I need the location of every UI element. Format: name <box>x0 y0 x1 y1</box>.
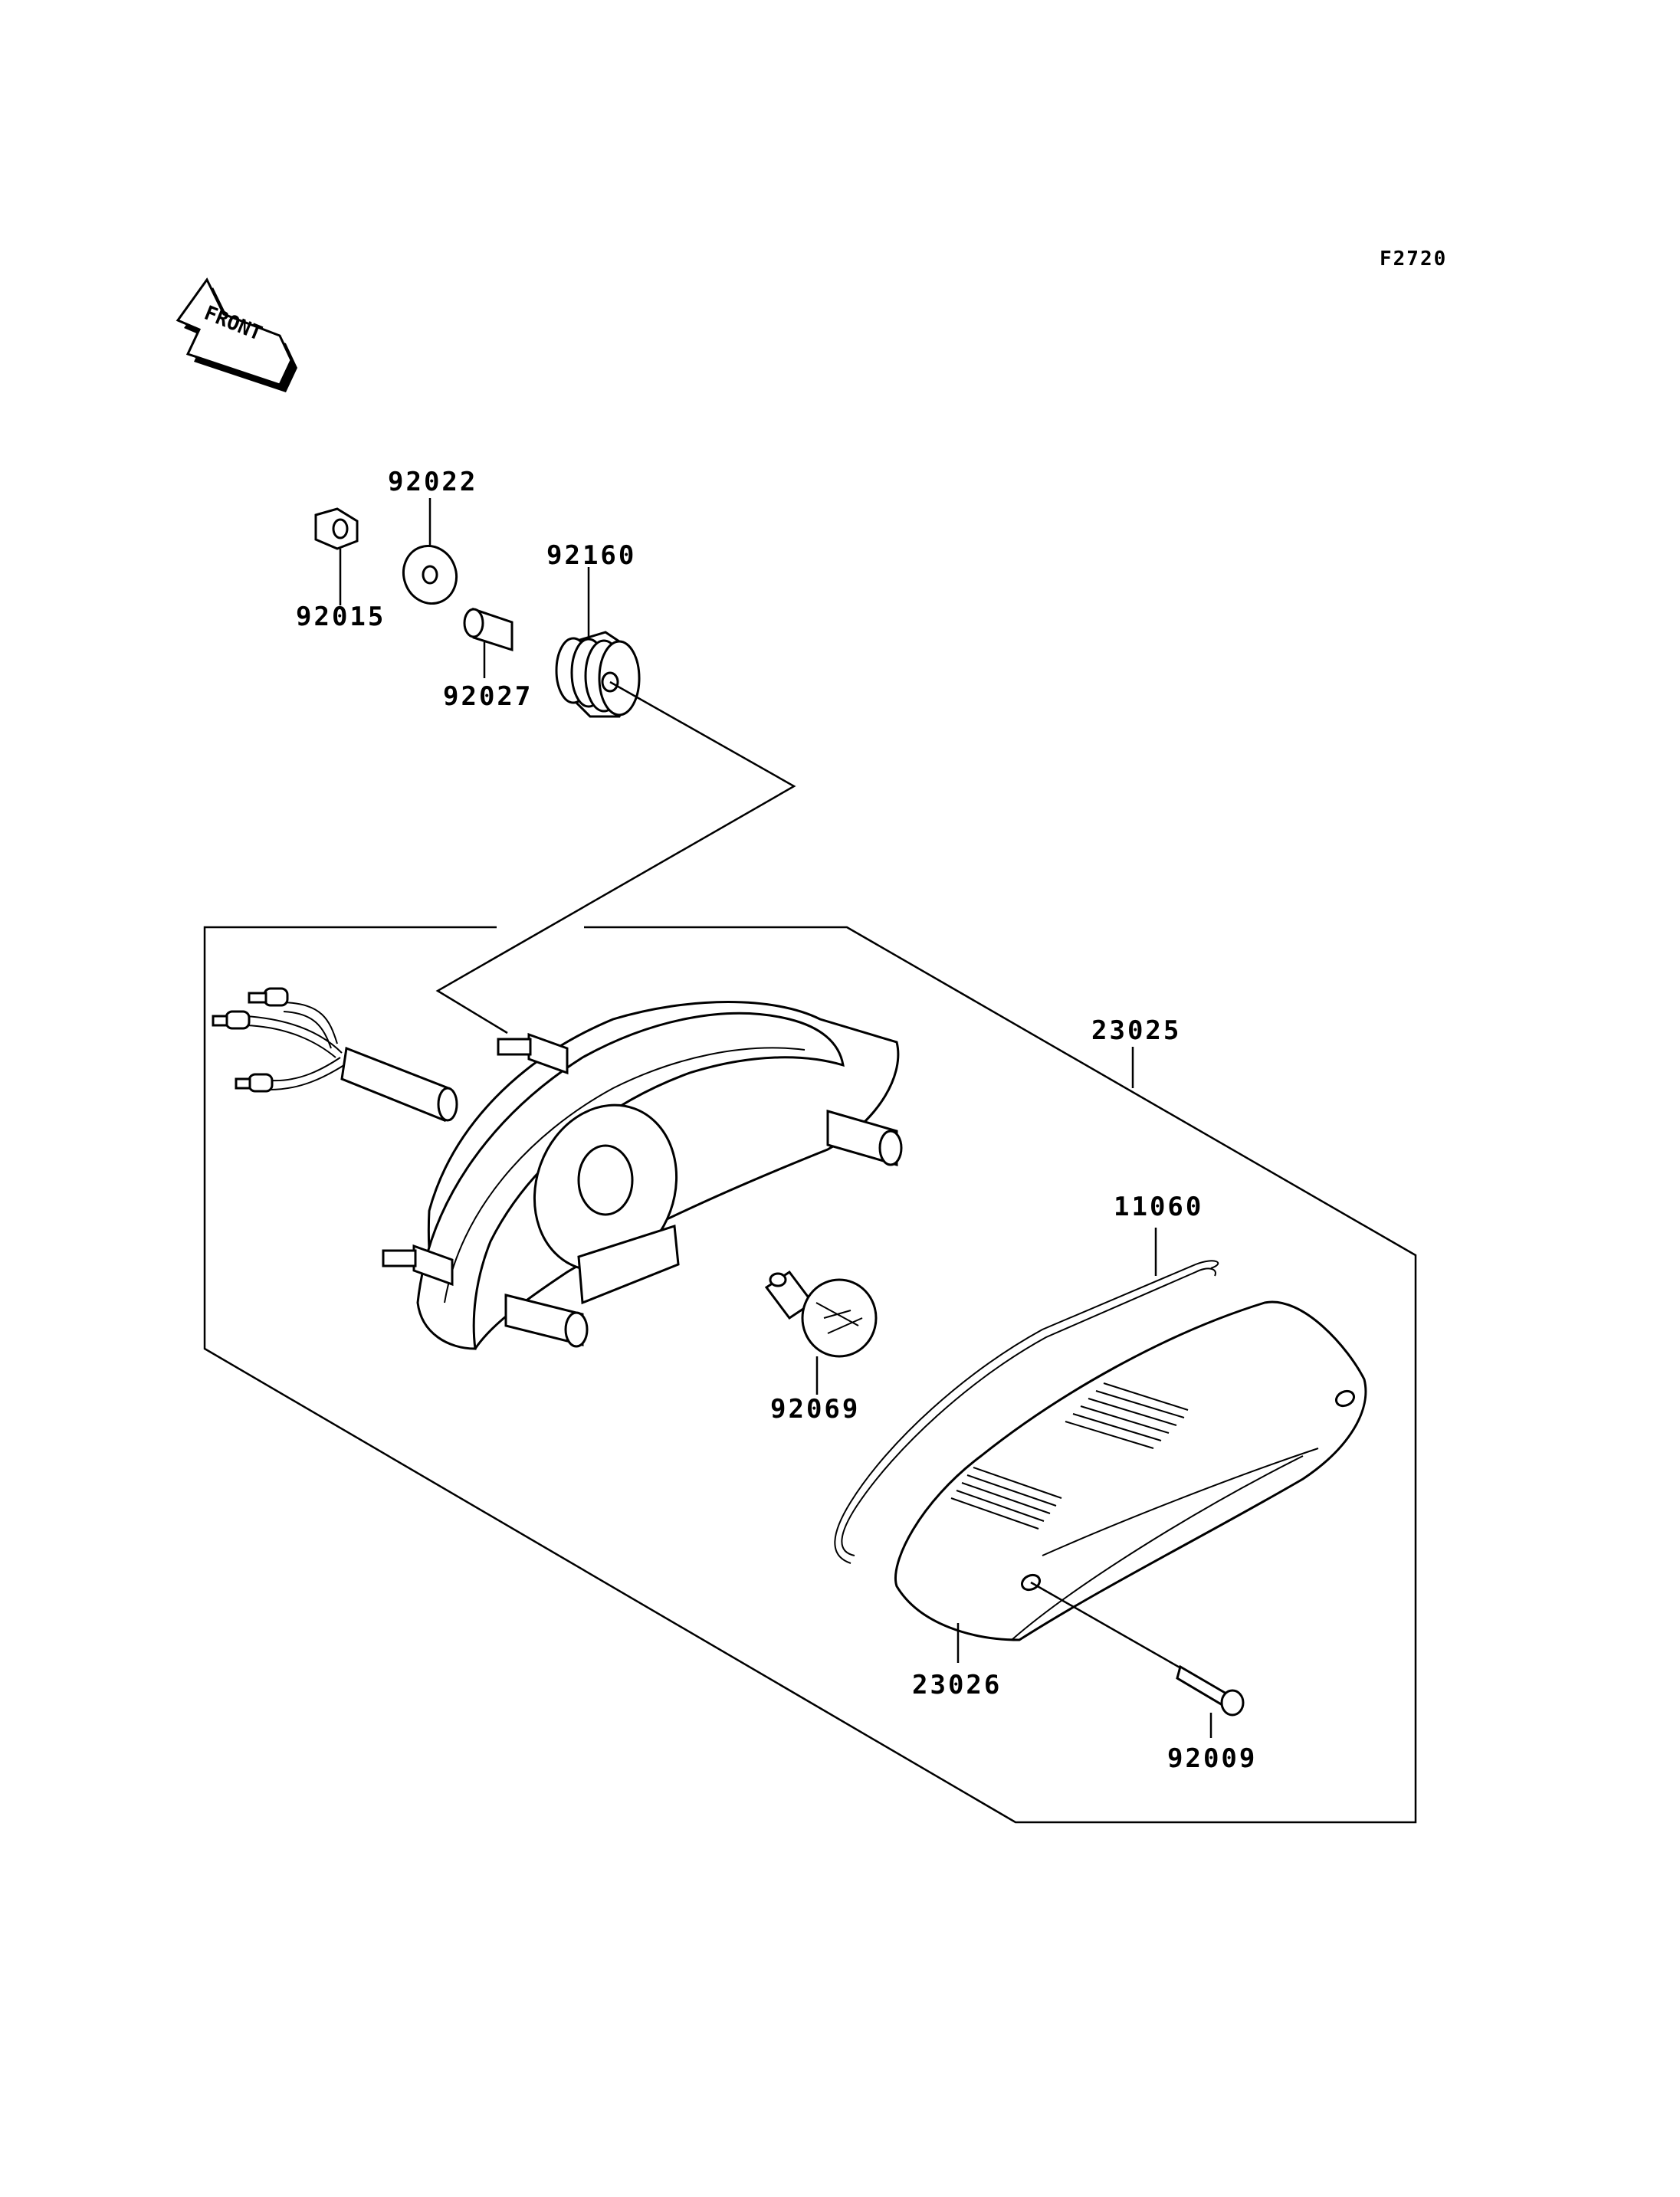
nut-92015: 92015 <box>296 507 386 632</box>
label-92027: 92027 <box>443 681 533 712</box>
label-92160: 92160 <box>546 540 636 571</box>
washer-92022: 92022 <box>388 467 477 605</box>
label-23026: 23026 <box>912 1670 1002 1700</box>
label-92009: 92009 <box>1167 1743 1257 1774</box>
label-92022: 92022 <box>388 467 477 497</box>
front-arrow-icon: FRONT <box>176 277 297 392</box>
label-92069: 92069 <box>770 1394 860 1425</box>
gasket-11060: 11060 <box>834 1192 1219 1564</box>
lamp-housing <box>212 987 903 1350</box>
label-92015: 92015 <box>296 602 386 632</box>
assembly-bracket <box>203 926 1417 1824</box>
figure-code: F2720 <box>1380 248 1447 271</box>
grommet-leader <box>435 680 796 1035</box>
collar-92027: 92027 <box>443 607 533 712</box>
label-11060: 11060 <box>1114 1192 1203 1222</box>
screw-92009: 92009 <box>1030 1581 1257 1774</box>
lens-23026: 23026 <box>894 1300 1367 1700</box>
bulb-92069: 92069 <box>764 1270 878 1425</box>
label-23025: 23025 <box>1091 1015 1181 1046</box>
grommet-92160: 92160 <box>546 540 641 718</box>
